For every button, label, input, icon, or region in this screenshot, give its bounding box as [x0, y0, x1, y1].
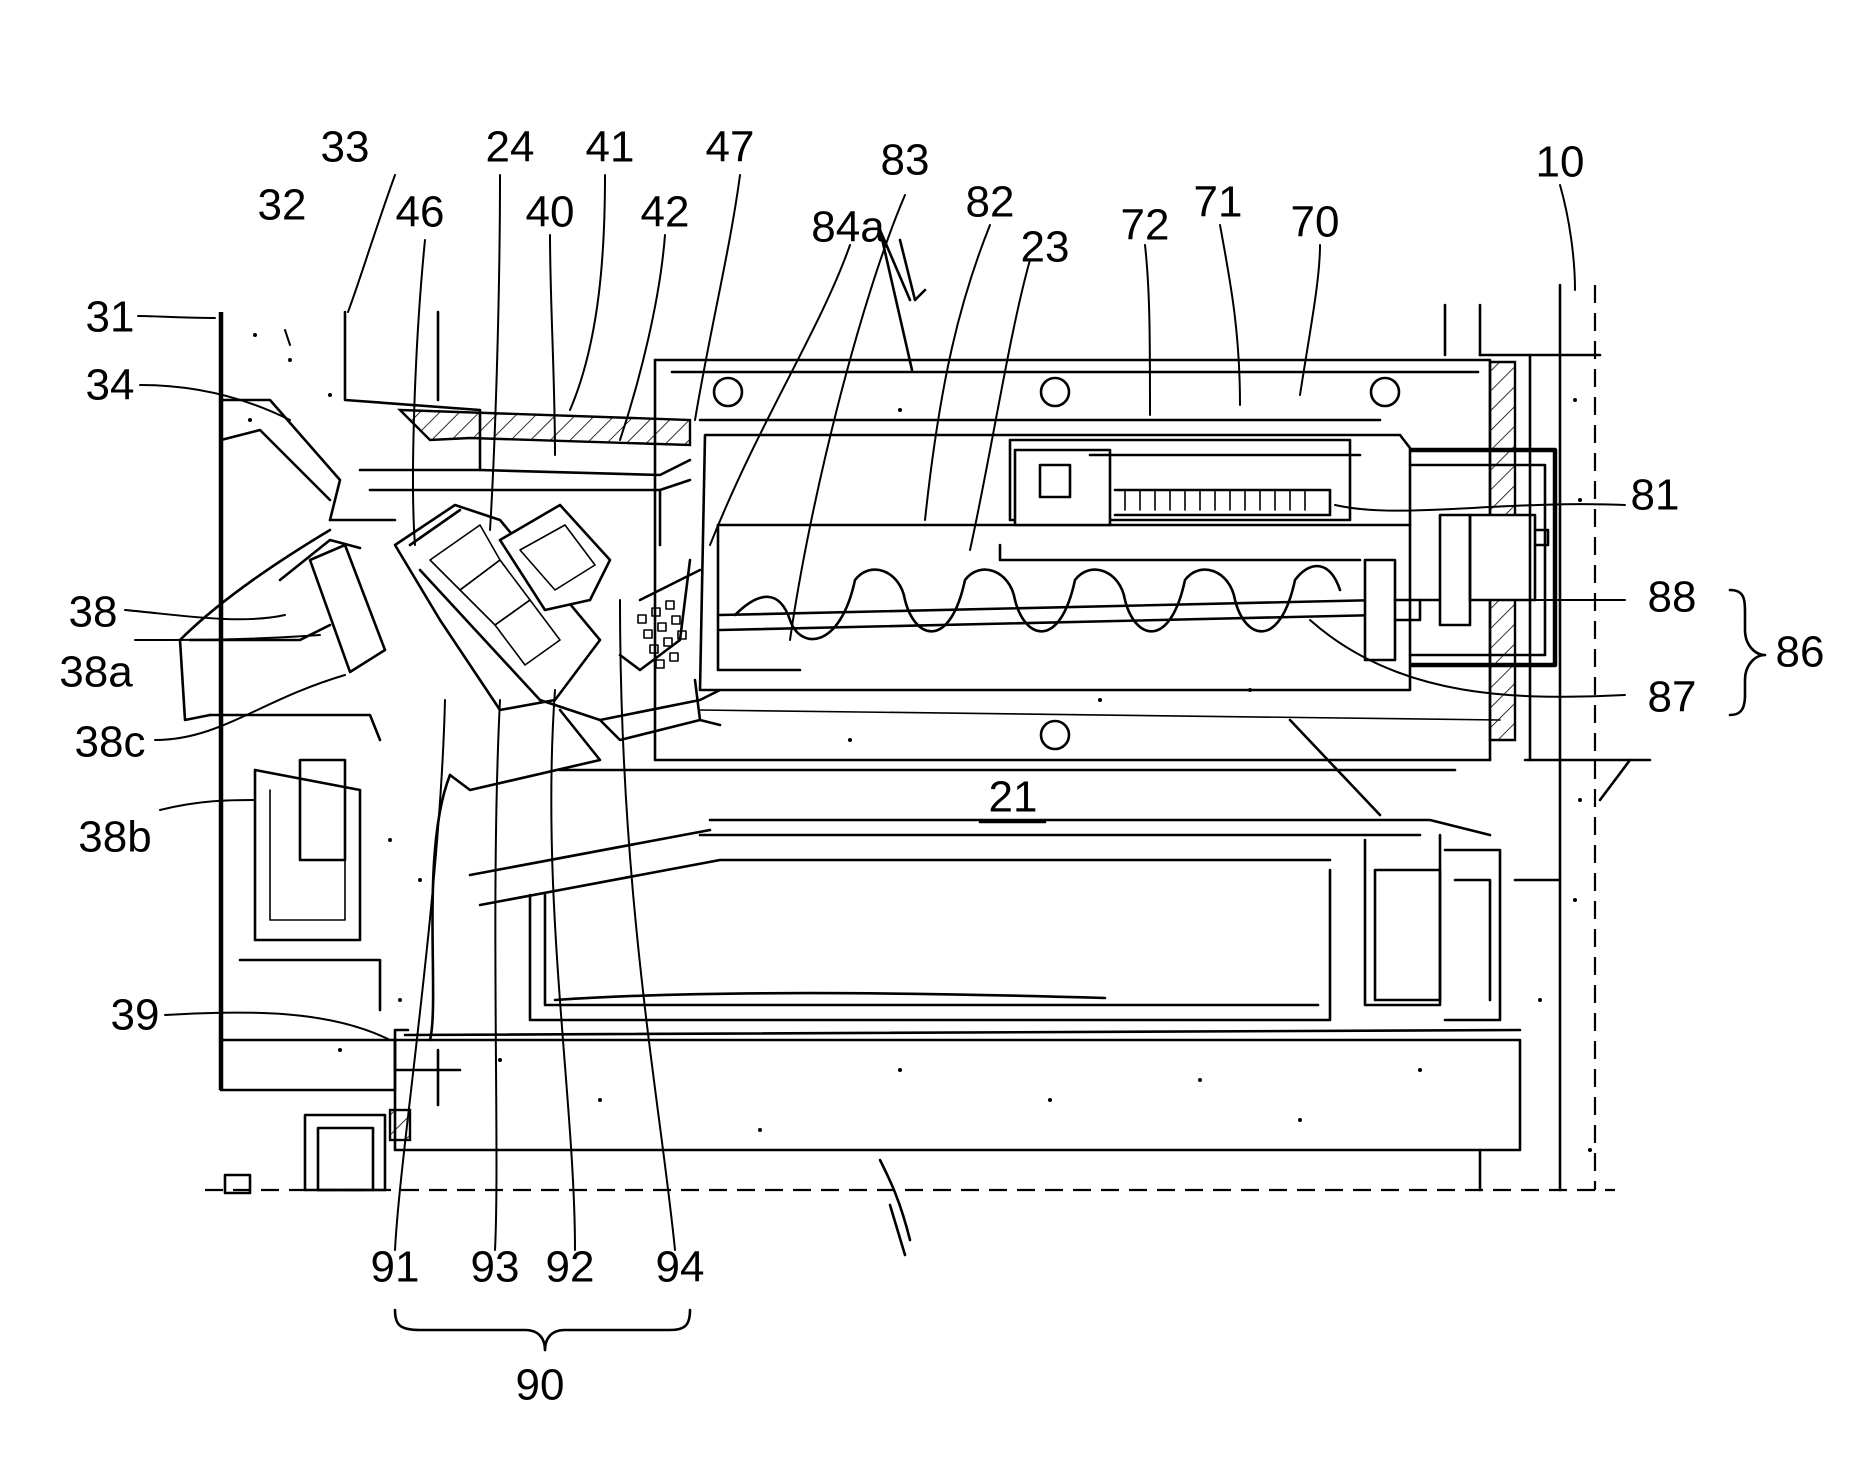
label-81: 81	[1631, 471, 1680, 520]
label-39: 39	[111, 991, 160, 1040]
label-91: 91	[371, 1243, 420, 1292]
label-41: 41	[586, 123, 635, 172]
label-23: 23	[1021, 223, 1070, 272]
cabinet-wall	[880, 230, 1650, 1190]
label-24: 24	[486, 123, 535, 172]
label-42: 42	[641, 188, 690, 237]
base-slab	[205, 1030, 1615, 1240]
label-72: 72	[1121, 201, 1170, 250]
label-31: 31	[86, 293, 135, 342]
label-92: 92	[546, 1243, 595, 1292]
label-94: 94	[656, 1243, 705, 1292]
label-40: 40	[526, 188, 575, 237]
drawing	[180, 230, 1650, 1255]
vent-grid	[638, 601, 686, 668]
brace-86	[1730, 590, 1765, 715]
label-71: 71	[1194, 178, 1243, 227]
label-87: 87	[1648, 673, 1697, 722]
label-38: 38	[69, 588, 118, 637]
label-32: 32	[258, 181, 307, 230]
label-86: 86	[1776, 628, 1825, 677]
label-46: 46	[396, 188, 445, 237]
label-34: 34	[86, 361, 135, 410]
label-21: 21	[989, 773, 1038, 822]
label-10: 10	[1536, 138, 1585, 187]
motor-housing	[1410, 450, 1555, 665]
label-83: 83	[881, 136, 930, 185]
label-88: 88	[1648, 573, 1697, 622]
brace-90	[395, 1310, 690, 1350]
label-38b: 38b	[78, 813, 151, 862]
label-47: 47	[706, 123, 755, 172]
label-82: 82	[966, 178, 1015, 227]
break-marks	[890, 240, 925, 1255]
label-38a: 38a	[59, 648, 133, 697]
label-90: 90	[516, 1361, 565, 1410]
ice-chute	[180, 520, 395, 1010]
ice-tray	[1010, 440, 1360, 525]
label-33: 33	[321, 123, 370, 172]
label-70: 70	[1291, 198, 1340, 247]
label-93: 93	[471, 1243, 520, 1292]
label-38c: 38c	[75, 718, 146, 767]
label-84a: 84a	[811, 203, 885, 252]
